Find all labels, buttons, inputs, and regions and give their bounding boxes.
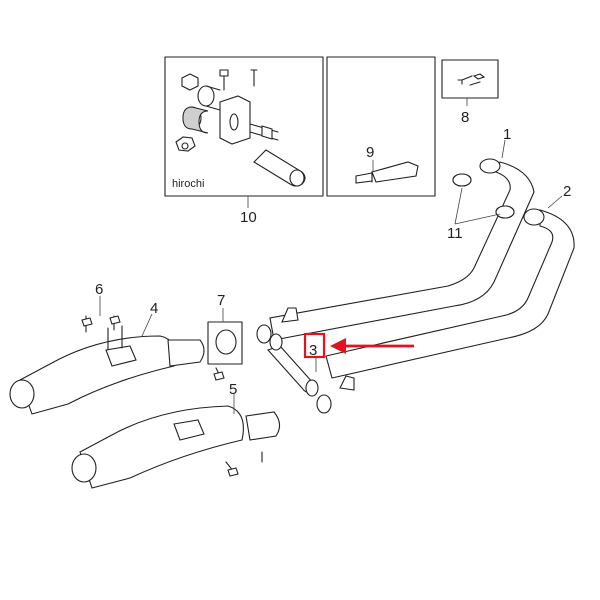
callout-10: 10 <box>240 209 257 226</box>
callout-3: 3 <box>309 342 317 359</box>
inset-box-10: hirochi 10 <box>164 56 324 226</box>
inset-box-8: 8 <box>441 59 499 126</box>
callout-8: 8 <box>461 109 469 126</box>
screw-pair-illustration <box>457 73 486 86</box>
bracket-hardware-illustration <box>175 69 306 187</box>
callout-1: 1 <box>503 126 511 143</box>
sealant-tube-illustration <box>355 161 419 184</box>
callout-5: 5 <box>229 381 237 398</box>
muffler-4 <box>9 325 205 415</box>
exhaust-pipe-1 <box>269 158 535 341</box>
muffler-5 <box>71 405 281 489</box>
callout-7: 7 <box>217 292 225 309</box>
watermark-text: hirochi <box>172 178 204 190</box>
callout-6: 6 <box>95 281 103 298</box>
highlight-box <box>303 332 326 359</box>
clamp-7 <box>207 321 243 381</box>
callout-4: 4 <box>150 300 158 317</box>
connecting-pipe-3 <box>256 324 332 414</box>
gaskets-11 <box>452 173 515 219</box>
callout-2: 2 <box>563 183 571 200</box>
callout-11: 11 <box>447 225 463 242</box>
clamp-bolts-6 <box>81 315 121 333</box>
highlight-part-3 <box>303 332 414 359</box>
callout-9: 9 <box>366 144 374 161</box>
highlight-arrow-head <box>330 338 346 354</box>
inset-box-9: 9 <box>326 56 436 197</box>
leader-lines <box>99 139 563 414</box>
